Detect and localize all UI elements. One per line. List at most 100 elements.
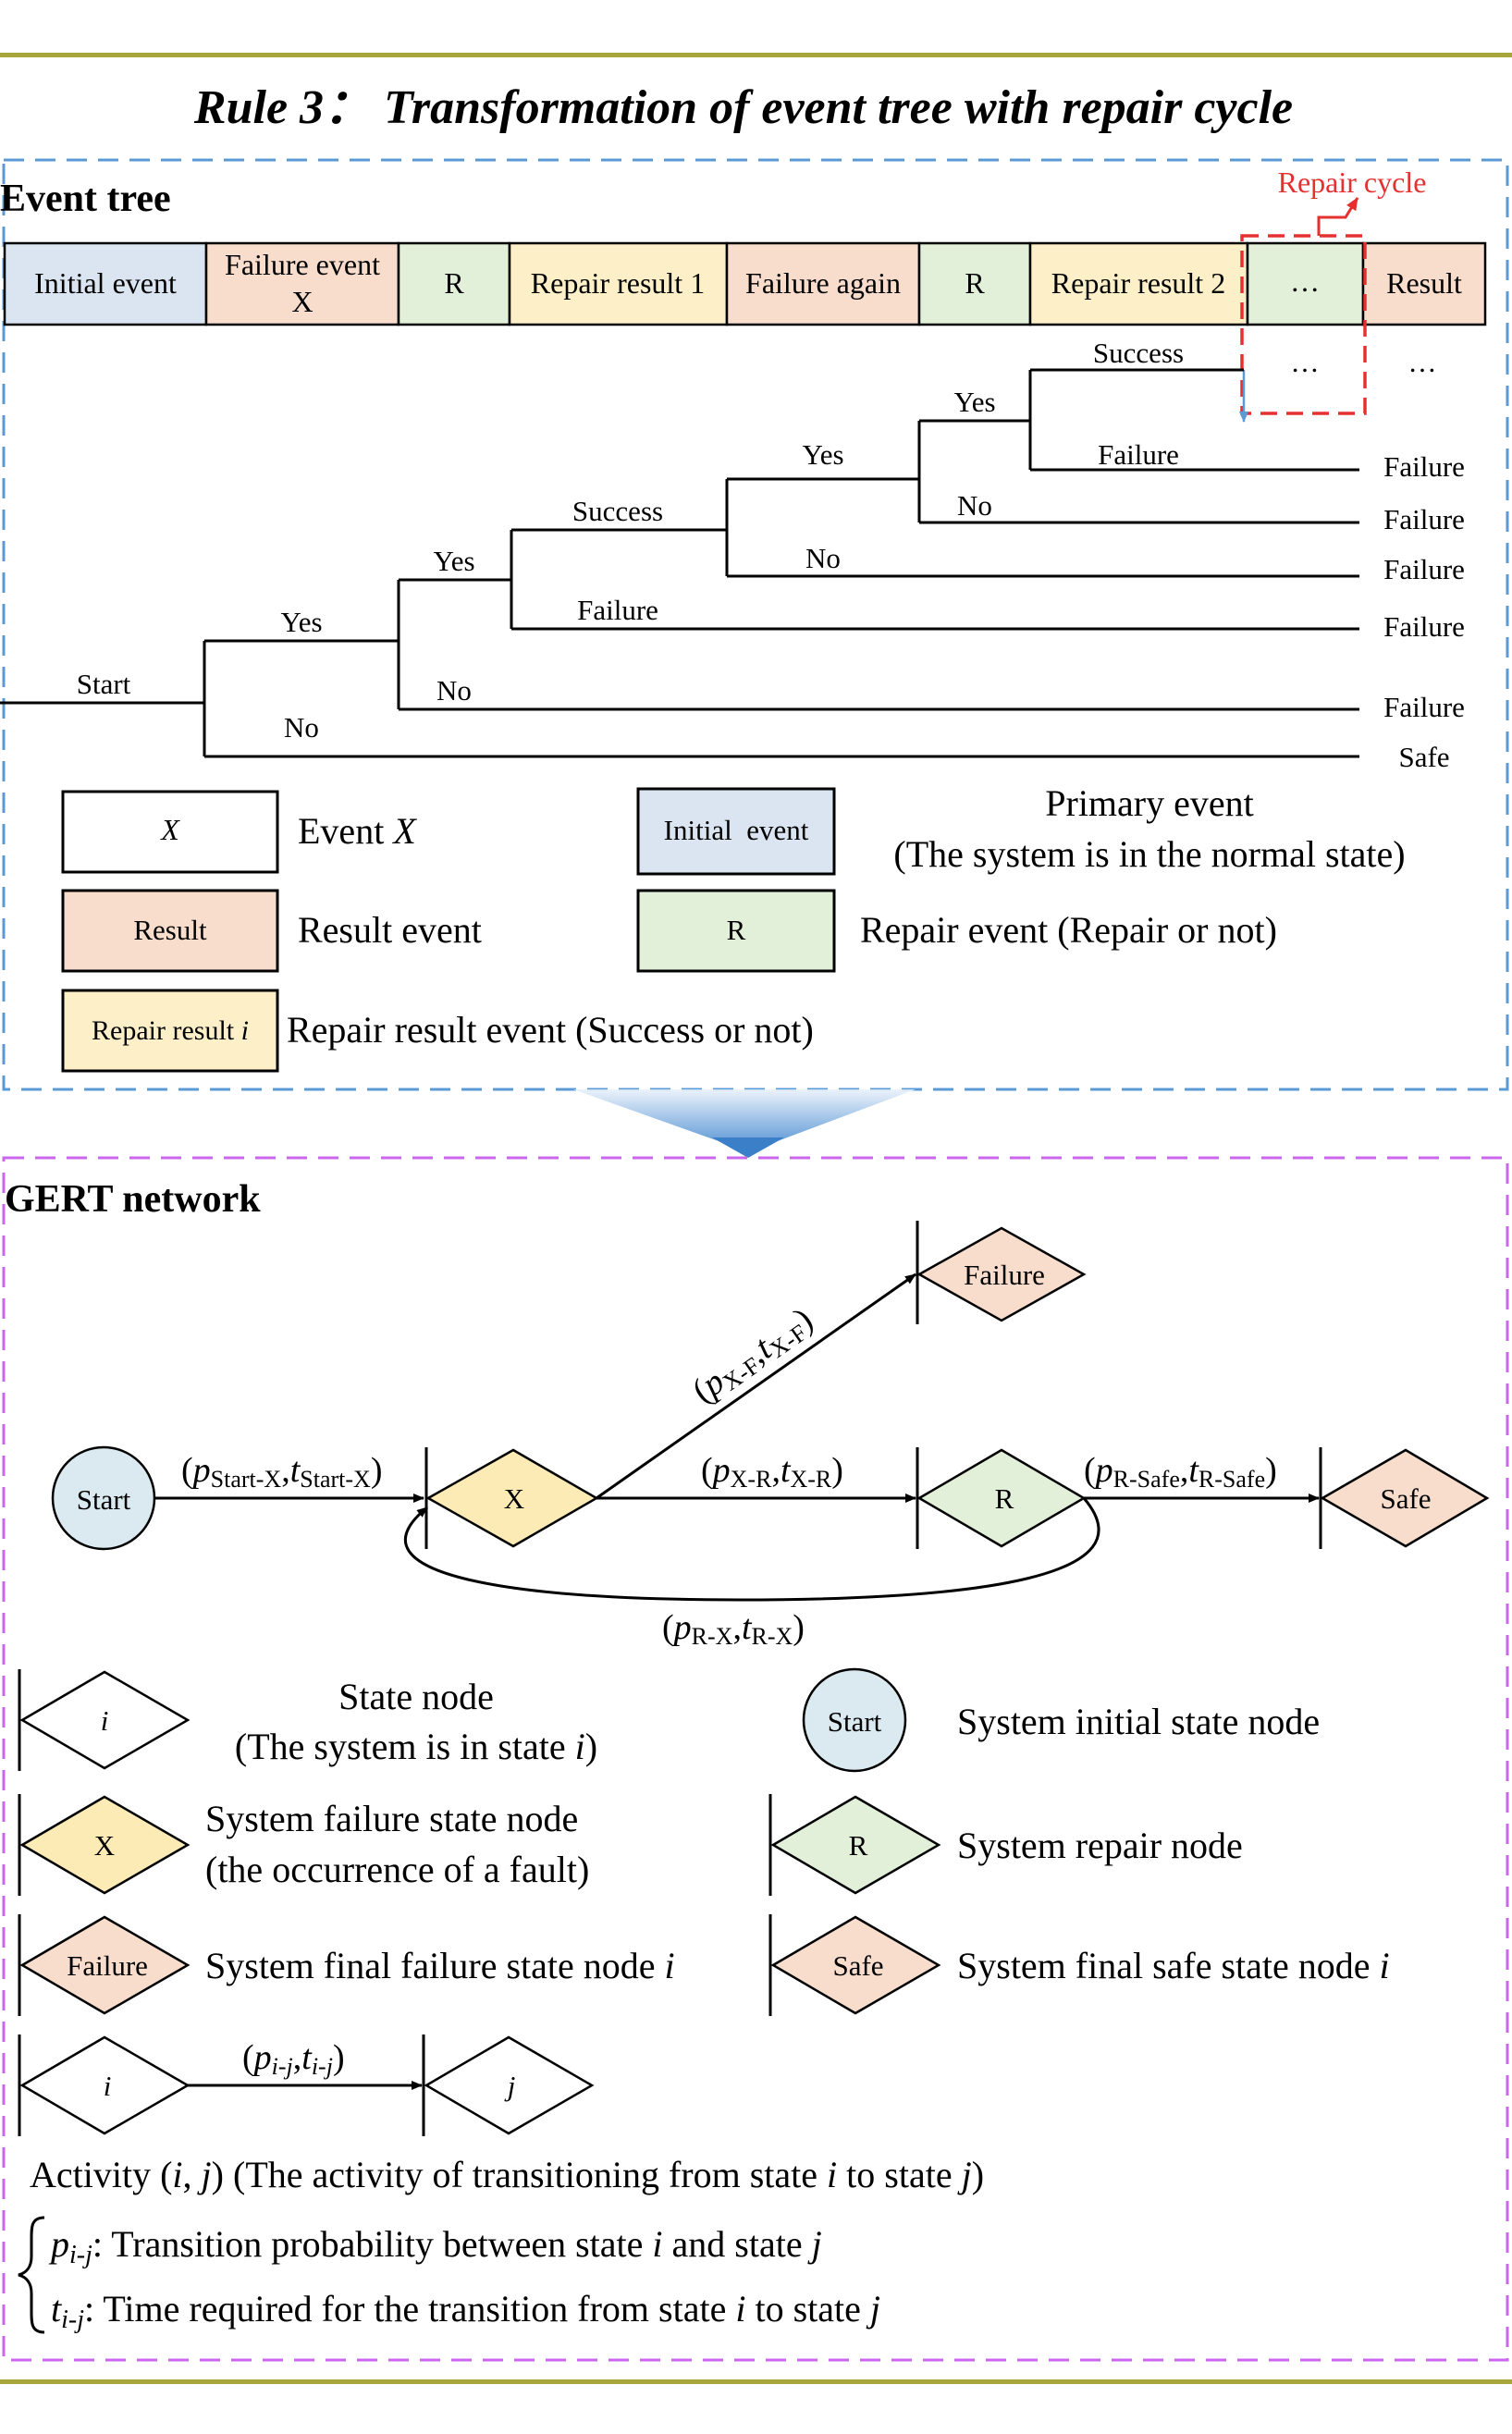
- header-label-failure-again: Failure again: [745, 266, 901, 300]
- result-label-4: Failure: [1383, 610, 1465, 643]
- edge-label-r-x: (pR-X,tR-X): [662, 1608, 805, 1650]
- header-cell-ellipsis: [1246, 241, 1365, 326]
- header-label-result: Result: [1386, 266, 1462, 300]
- edge-label-x-r: (pX-R,tX-R): [701, 1451, 843, 1493]
- legend-act-node-i-label: i: [104, 2070, 112, 2102]
- edge-label-x-f: (pX-F,tX-F): [685, 1300, 821, 1413]
- legend-box-result-label: Result: [133, 914, 207, 946]
- header-label-r1: R: [444, 266, 464, 300]
- legend-brace: [18, 2216, 45, 2334]
- legend-box-repair-result-label: Repair result i: [92, 1015, 249, 1046]
- legend-start-node-label: Start: [828, 1705, 882, 1738]
- tree-label-no3: No: [805, 542, 841, 574]
- legend-state-node: [19, 1670, 191, 1770]
- legend-state-desc-1: State node: [338, 1676, 494, 1717]
- legend-r-node: [770, 1795, 941, 1895]
- edge-r-x-loop: [403, 1497, 1100, 1602]
- legend-safe-desc: System final safe state node i: [957, 1945, 1390, 1986]
- legend-act-node-j: [424, 2035, 595, 2135]
- top-rule: [0, 53, 1512, 57]
- event-tree-branches: [0, 368, 1359, 758]
- tree-label-yes4: Yes: [953, 386, 995, 418]
- legend-box-initial-label: Initial event: [664, 814, 809, 846]
- legend-box-repair-result: [61, 989, 279, 1073]
- transition-funnel: [573, 1089, 916, 1142]
- legend-desc-result: Result event: [298, 909, 482, 951]
- repair-cycle-box: [1240, 234, 1367, 415]
- legend-r-desc: System repair node: [957, 1825, 1243, 1866]
- legend-x-desc-2: (the occurrence of a fault): [205, 1849, 589, 1890]
- transition-arrow-head: [712, 1137, 784, 1158]
- gert-legend: i State node (The system is in state i) …: [18, 1667, 1390, 2334]
- node-failure: [916, 1226, 1087, 1322]
- legend-failure-node: [19, 1915, 191, 2015]
- legend-box-initial: [636, 787, 836, 876]
- legend-act-node-j-label: j: [504, 2070, 516, 2102]
- node-x-label: X: [504, 1482, 524, 1515]
- tree-label-no4: No: [957, 489, 992, 522]
- header-cell-failure-event: [204, 241, 400, 326]
- legend-p-desc: pi-j: Transition probability between sta…: [48, 2223, 822, 2269]
- result-label-6: Safe: [1398, 741, 1449, 773]
- legend-desc-x: Event X: [298, 810, 417, 852]
- legend-start-node: [802, 1667, 907, 1773]
- result-label-2: Failure: [1383, 503, 1465, 535]
- node-r-label: R: [995, 1482, 1014, 1515]
- legend-state-desc-2: (The system is in state i): [235, 1726, 597, 1767]
- node-failure-label: Failure: [964, 1259, 1045, 1291]
- header-cell-result: [1361, 241, 1487, 326]
- tree-label-yes1: Yes: [280, 606, 322, 638]
- legend-state-node-label: i: [101, 1704, 109, 1737]
- tree-label-start: Start: [77, 668, 131, 700]
- legend-box-result: [61, 889, 279, 973]
- legend-x-node-label: X: [94, 1829, 115, 1862]
- tree-ellipsis-2: …: [1408, 346, 1437, 378]
- legend-x-node: [19, 1795, 191, 1895]
- header-label-ellipsis: …: [1290, 264, 1320, 298]
- result-label-1: Failure: [1383, 450, 1465, 483]
- edge-x-f: [596, 1272, 916, 1500]
- legend-activity-desc: Activity (i, j) (The activity of transit…: [30, 2154, 984, 2195]
- tree-label-failure1: Failure: [577, 594, 658, 626]
- event-tree-header: [3, 241, 1487, 326]
- tree-label-no1: No: [284, 711, 319, 744]
- node-x: [425, 1448, 599, 1548]
- header-cell-r1: [397, 241, 511, 326]
- legend-desc-initial-2: (The system is in the normal state): [893, 833, 1405, 875]
- legend-box-x-label: X: [159, 813, 180, 846]
- header-label-failure-event-x: X: [291, 285, 313, 318]
- header-label-r2: R: [965, 266, 985, 300]
- legend-desc-initial-1: Primary event: [1045, 782, 1254, 824]
- node-safe: [1320, 1448, 1490, 1548]
- result-label-3: Failure: [1383, 553, 1465, 585]
- tree-label-yes3: Yes: [802, 438, 843, 471]
- header-label-repair-result-2: Repair result 2: [1051, 266, 1225, 300]
- legend-safe-node-label: Safe: [832, 1949, 883, 1982]
- edge-label-r-safe: (pR-Safe,tR-Safe): [1084, 1451, 1277, 1493]
- header-cell-repair-result-1: [508, 241, 729, 326]
- event-tree-heading: Event tree: [0, 178, 171, 220]
- legend-safe-node: [770, 1915, 941, 2015]
- tree-label-yes2: Yes: [433, 545, 474, 577]
- node-r: [916, 1448, 1087, 1548]
- legend-desc-repair-result: Repair result event (Success or not): [287, 1009, 814, 1051]
- repair-cycle-label: Repair cycle: [1278, 166, 1427, 199]
- node-start-label: Start: [77, 1483, 131, 1516]
- node-safe-label: Safe: [1380, 1482, 1431, 1515]
- legend-box-r-label: R: [727, 914, 746, 946]
- gert-edges: [155, 1272, 1320, 1602]
- legend-failure-desc: System final failure state node i: [205, 1945, 675, 1986]
- legend-t-desc: ti-j: Time required for the transition f…: [51, 2288, 880, 2334]
- legend-r-node-label: R: [849, 1829, 868, 1862]
- legend-x-desc-1: System failure state node: [205, 1798, 578, 1839]
- legend-box-r: [636, 889, 836, 973]
- gert-heading: GERT network: [5, 1178, 261, 1221]
- tree-label-no2: No: [436, 674, 472, 707]
- legend-box-x: [61, 790, 279, 874]
- result-label-5: Failure: [1383, 691, 1465, 723]
- header-label-repair-result-1: Repair result 1: [531, 266, 705, 300]
- tree-label-success1: Success: [572, 495, 663, 527]
- legend-desc-r: Repair event (Repair or not): [860, 909, 1277, 951]
- bottom-rule: [0, 2379, 1512, 2384]
- node-start: [51, 1445, 156, 1551]
